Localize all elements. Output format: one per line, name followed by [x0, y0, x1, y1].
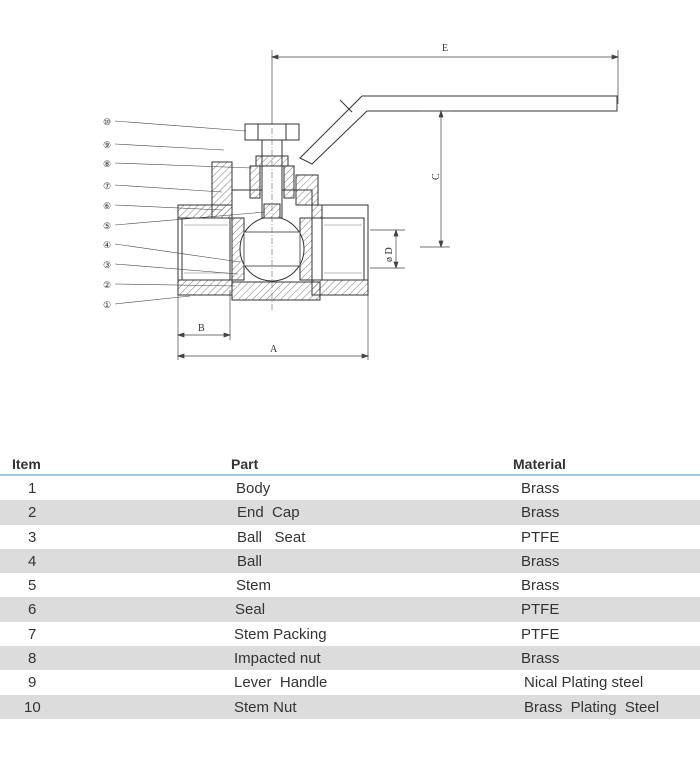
callout-1: ① [103, 300, 111, 310]
cell-material: Brass Plating Steel [524, 698, 660, 716]
cell-item: 9 [28, 674, 37, 692]
cell-material: PTFE [521, 601, 560, 619]
cell-material: Brass [521, 552, 560, 570]
cell-item: 7 [28, 625, 37, 643]
header-item: Item [12, 456, 41, 472]
dimension-label-a: A [270, 344, 278, 355]
cell-item: 1 [28, 480, 37, 497]
cell-part: Ball Seat [237, 528, 306, 546]
callout-6: ⑥ [103, 201, 111, 211]
cell-material: Brass [521, 650, 560, 668]
dimension-label-e: E [442, 43, 448, 54]
table-row: 5 Stem Brass [0, 573, 700, 597]
lever-handle [299, 95, 618, 165]
callout-10: ⑩ [103, 117, 111, 127]
cell-material: Brass [521, 504, 560, 522]
header-part: Part [231, 456, 259, 472]
table-row: 6 Seal PTFE [0, 597, 700, 622]
cell-item: 5 [28, 577, 37, 595]
dimension-b [176, 290, 232, 360]
cell-part: Stem Packing [234, 625, 327, 643]
cell-part: Stem [236, 577, 272, 595]
callout-9: ⑨ [103, 140, 111, 150]
table-row: 9 Lever Handle Nical Plating steel [0, 670, 700, 694]
cell-item: 8 [28, 650, 37, 668]
dimension-a [176, 295, 370, 360]
dimension-d [370, 228, 405, 270]
cell-part: Impacted nut [234, 650, 321, 668]
table-row: 7 Stem Packing PTFE [0, 622, 700, 646]
callout-leaders [114, 120, 266, 305]
dimension-label-c: C [431, 173, 442, 180]
cell-item: 3 [28, 528, 37, 546]
table-row: 3 Ball Seat PTFE [0, 525, 700, 549]
callout-2: ② [103, 280, 111, 290]
cell-item: 2 [28, 504, 37, 522]
valve-drawing: E C ø D [103, 43, 620, 360]
cell-part: Body [236, 480, 271, 497]
dimension-label-b: B [198, 323, 205, 334]
cell-item: 10 [24, 698, 41, 716]
table-header: Item Part Material [0, 450, 700, 476]
callout-8: ⑧ [103, 159, 111, 169]
table-row: 4 Ball Brass [0, 548, 700, 574]
table-row: 2 End Cap Brass [0, 500, 700, 525]
dimension-c [420, 109, 450, 249]
header-material: Material [513, 456, 566, 472]
table-row: 8 Impacted nut Brass [0, 646, 700, 671]
cell-material: PTFE [521, 625, 560, 643]
dimension-label-d: ø D [384, 247, 395, 262]
cell-material: PTFE [521, 528, 560, 546]
cell-material: Brass [521, 577, 560, 595]
dimension-e [270, 50, 620, 128]
table-row: 1 Body Brass [0, 476, 700, 500]
cell-item: 4 [28, 552, 37, 570]
table-row: 10 Stem Nut Brass Plating Steel [0, 694, 700, 719]
cell-material: Nical Plating steel [524, 674, 644, 692]
callout-4: ④ [103, 240, 111, 250]
cell-material: Brass [521, 480, 560, 497]
valve-body [177, 161, 369, 301]
cell-part: Seal [235, 601, 266, 619]
callout-3: ③ [103, 260, 111, 270]
cell-part: Lever Handle [234, 674, 328, 692]
cell-part: Ball [237, 552, 263, 570]
callout-5: ⑤ [103, 221, 111, 231]
cell-part: End Cap [237, 504, 300, 522]
cell-part: Stem Nut [234, 698, 297, 716]
cell-item: 6 [28, 601, 37, 619]
callout-7: ⑦ [103, 181, 111, 191]
